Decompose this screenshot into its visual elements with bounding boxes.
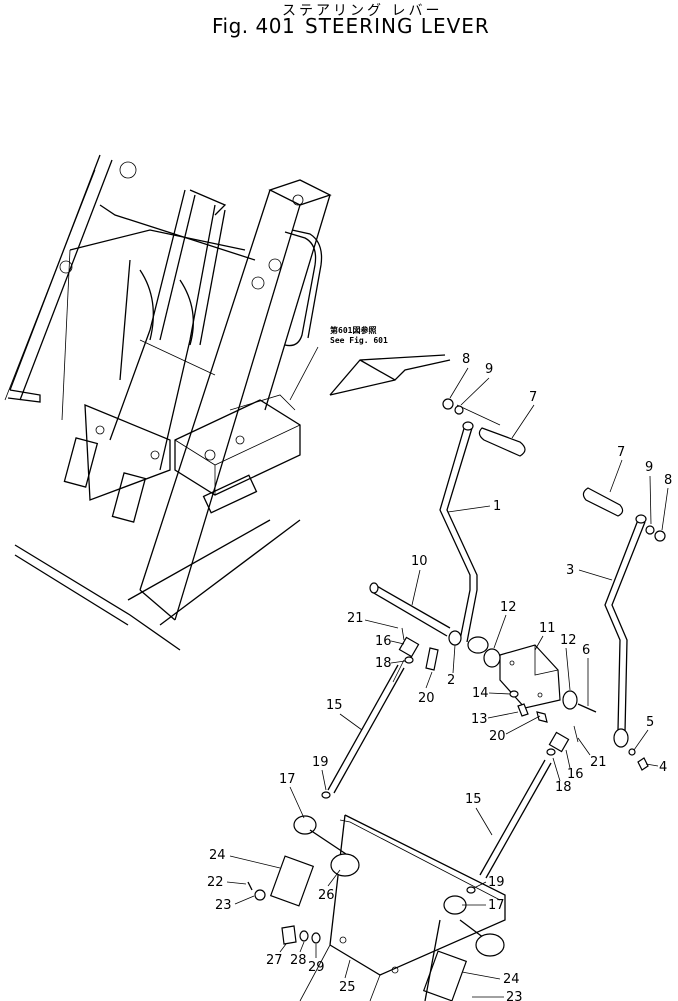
callout-12: 12 [560, 633, 577, 648]
callout-15: 15 [465, 792, 482, 807]
callout-3: 3 [566, 563, 574, 578]
title-japanese: ステアリング レバー [282, 3, 443, 19]
bushing [562, 690, 578, 710]
callout-16: 16 [375, 634, 392, 649]
washer [454, 405, 464, 415]
reference-note-japanese: 第601図参照 [330, 326, 377, 335]
callout-21: 21 [590, 755, 607, 770]
valve-body [299, 814, 506, 1001]
cotter-pin [247, 881, 253, 891]
callout-27: 27 [266, 953, 283, 968]
callout-19: 19 [312, 755, 329, 770]
callout-13: 13 [471, 712, 488, 727]
lever-knob [582, 487, 624, 517]
reference-note-english: See Fig. 601 [330, 336, 388, 345]
callout-16: 16 [567, 767, 584, 782]
callout-10: 10 [411, 554, 428, 569]
bolt [654, 530, 666, 542]
cab-frame-assembly [4, 154, 332, 651]
callout-18: 18 [375, 656, 392, 671]
collar [448, 630, 462, 646]
callout-8: 8 [462, 352, 470, 367]
control-rod-left [321, 627, 439, 799]
callout-20: 20 [418, 691, 435, 706]
callout-1: 1 [493, 499, 501, 514]
bolt [517, 703, 529, 717]
washer [311, 932, 321, 944]
bracket [499, 644, 561, 709]
actuator-cylinder-right [422, 895, 505, 1001]
callout-21: 21 [347, 611, 364, 626]
callout-9: 9 [485, 362, 493, 377]
callout-5: 5 [646, 715, 654, 730]
callout-23: 23 [506, 990, 523, 1001]
callout-8: 8 [664, 473, 672, 488]
callout-11: 11 [539, 621, 556, 636]
callout-2: 2 [447, 673, 455, 688]
callout-7: 7 [617, 445, 625, 460]
callout-22: 22 [207, 875, 224, 890]
callout-labels: 1 2 3 4 5 6 7 7 8 8 9 9 10 11 12 12 13 1… [207, 352, 672, 1001]
callout-28: 28 [290, 953, 307, 968]
washer [509, 690, 519, 698]
washer [299, 930, 309, 942]
cross-shaft [369, 582, 451, 637]
callout-23: 23 [215, 898, 232, 913]
title-english: STEERING LEVER [305, 14, 490, 38]
callout-29: 29 [308, 960, 325, 975]
callout-12: 12 [500, 600, 517, 615]
callout-7: 7 [529, 390, 537, 405]
figure-title: ステアリング レバー Fig. 401 STEERING LEVER [0, 0, 678, 40]
callout-18: 18 [555, 780, 572, 795]
figure-number: Fig. 401 [212, 14, 296, 38]
callout-14: 14 [472, 686, 489, 701]
callout-26: 26 [318, 888, 335, 903]
pin [577, 703, 597, 713]
steering-lever-3 [604, 514, 647, 748]
bolt [281, 925, 297, 945]
washer [254, 889, 266, 901]
bushing [483, 648, 501, 668]
callout-4: 4 [659, 760, 667, 775]
lever-knob [478, 427, 526, 457]
bracket-plate [289, 346, 451, 401]
callout-17: 17 [488, 898, 505, 913]
control-rod-right [466, 711, 579, 894]
actuator-cylinder-left [269, 815, 360, 907]
callout-15: 15 [326, 698, 343, 713]
bolt [637, 757, 649, 771]
callout-25: 25 [339, 980, 356, 995]
callout-24: 24 [503, 972, 520, 987]
steering-lever-1 [439, 404, 501, 654]
callout-9: 9 [645, 460, 653, 475]
washer [645, 525, 655, 535]
callout-19: 19 [488, 875, 505, 890]
callout-24: 24 [209, 848, 226, 863]
bolt [442, 398, 454, 410]
callout-6: 6 [582, 643, 590, 658]
callout-17: 17 [279, 772, 296, 787]
callout-20: 20 [489, 729, 506, 744]
washer [628, 748, 636, 756]
